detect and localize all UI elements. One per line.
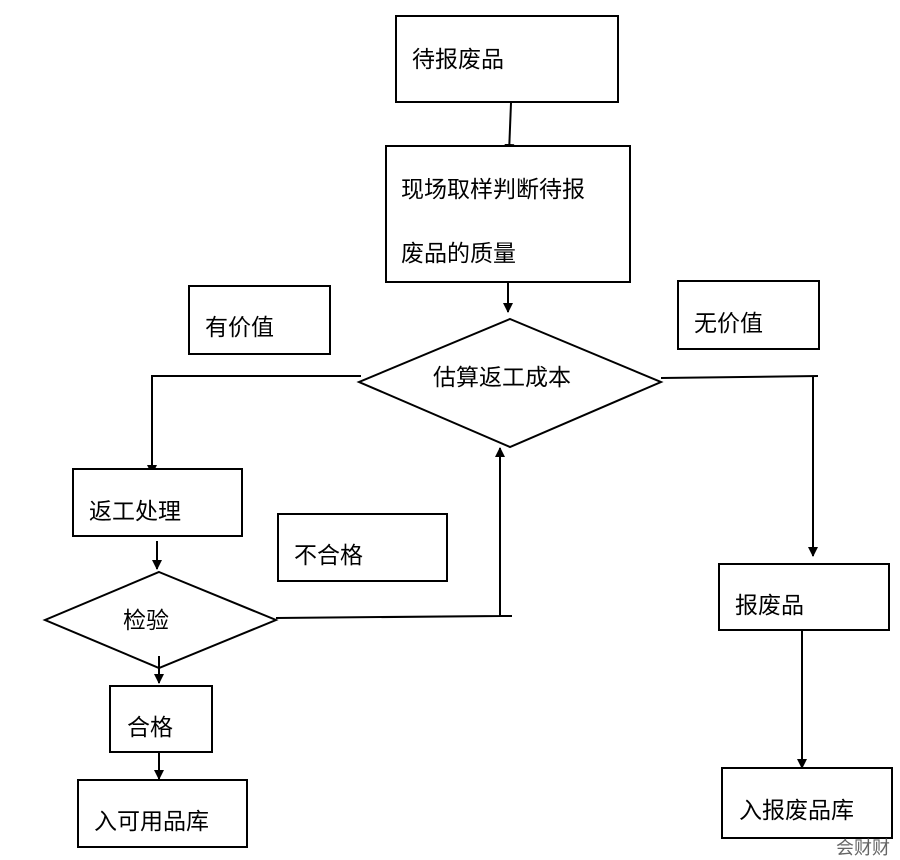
scrap-warehouse-label: 入报废品库 [739,798,854,824]
qualified-label: 合格 [127,715,173,741]
rework-box: 返工处理 [72,468,243,537]
arrow-estimate-to-scrap [660,375,819,379]
scrap-label: 报废品 [735,593,804,619]
sample-judge-label-line2: 废品的质量 [401,241,516,267]
unqualified-box: 不合格 [277,513,448,582]
sample-judge-label-line1: 现场取样判断待报 [401,177,585,203]
inspection-label: 检验 [123,608,169,634]
has-value-box: 有价值 [188,285,331,355]
watermark: 会财财 [836,838,890,859]
scrap-warehouse-box: 入报废品库 [721,767,893,839]
usable-warehouse-box: 入可用品库 [77,779,248,848]
no-value-box: 无价值 [677,280,820,350]
usable-warehouse-label: 入可用品库 [94,809,209,835]
pending-scrap-box: 待报废品 [395,15,619,103]
scrap-box: 报废品 [718,563,890,631]
has-value-label: 有价值 [205,315,274,341]
unqualified-label: 不合格 [294,543,363,569]
qualified-box: 合格 [109,685,213,753]
sample-judge-box: 现场取样判断待报 废品的质量 [385,145,631,283]
arrow-pending-to-sample [504,102,515,154]
estimate-cost-diamond [356,317,664,449]
arrow-estimate-to-rework [147,375,361,475]
no-value-label: 无价值 [694,311,763,337]
pending-scrap-label: 待报废品 [412,47,504,73]
estimate-cost-label: 估算返工成本 [433,365,571,391]
rework-label: 返工处理 [89,499,181,525]
